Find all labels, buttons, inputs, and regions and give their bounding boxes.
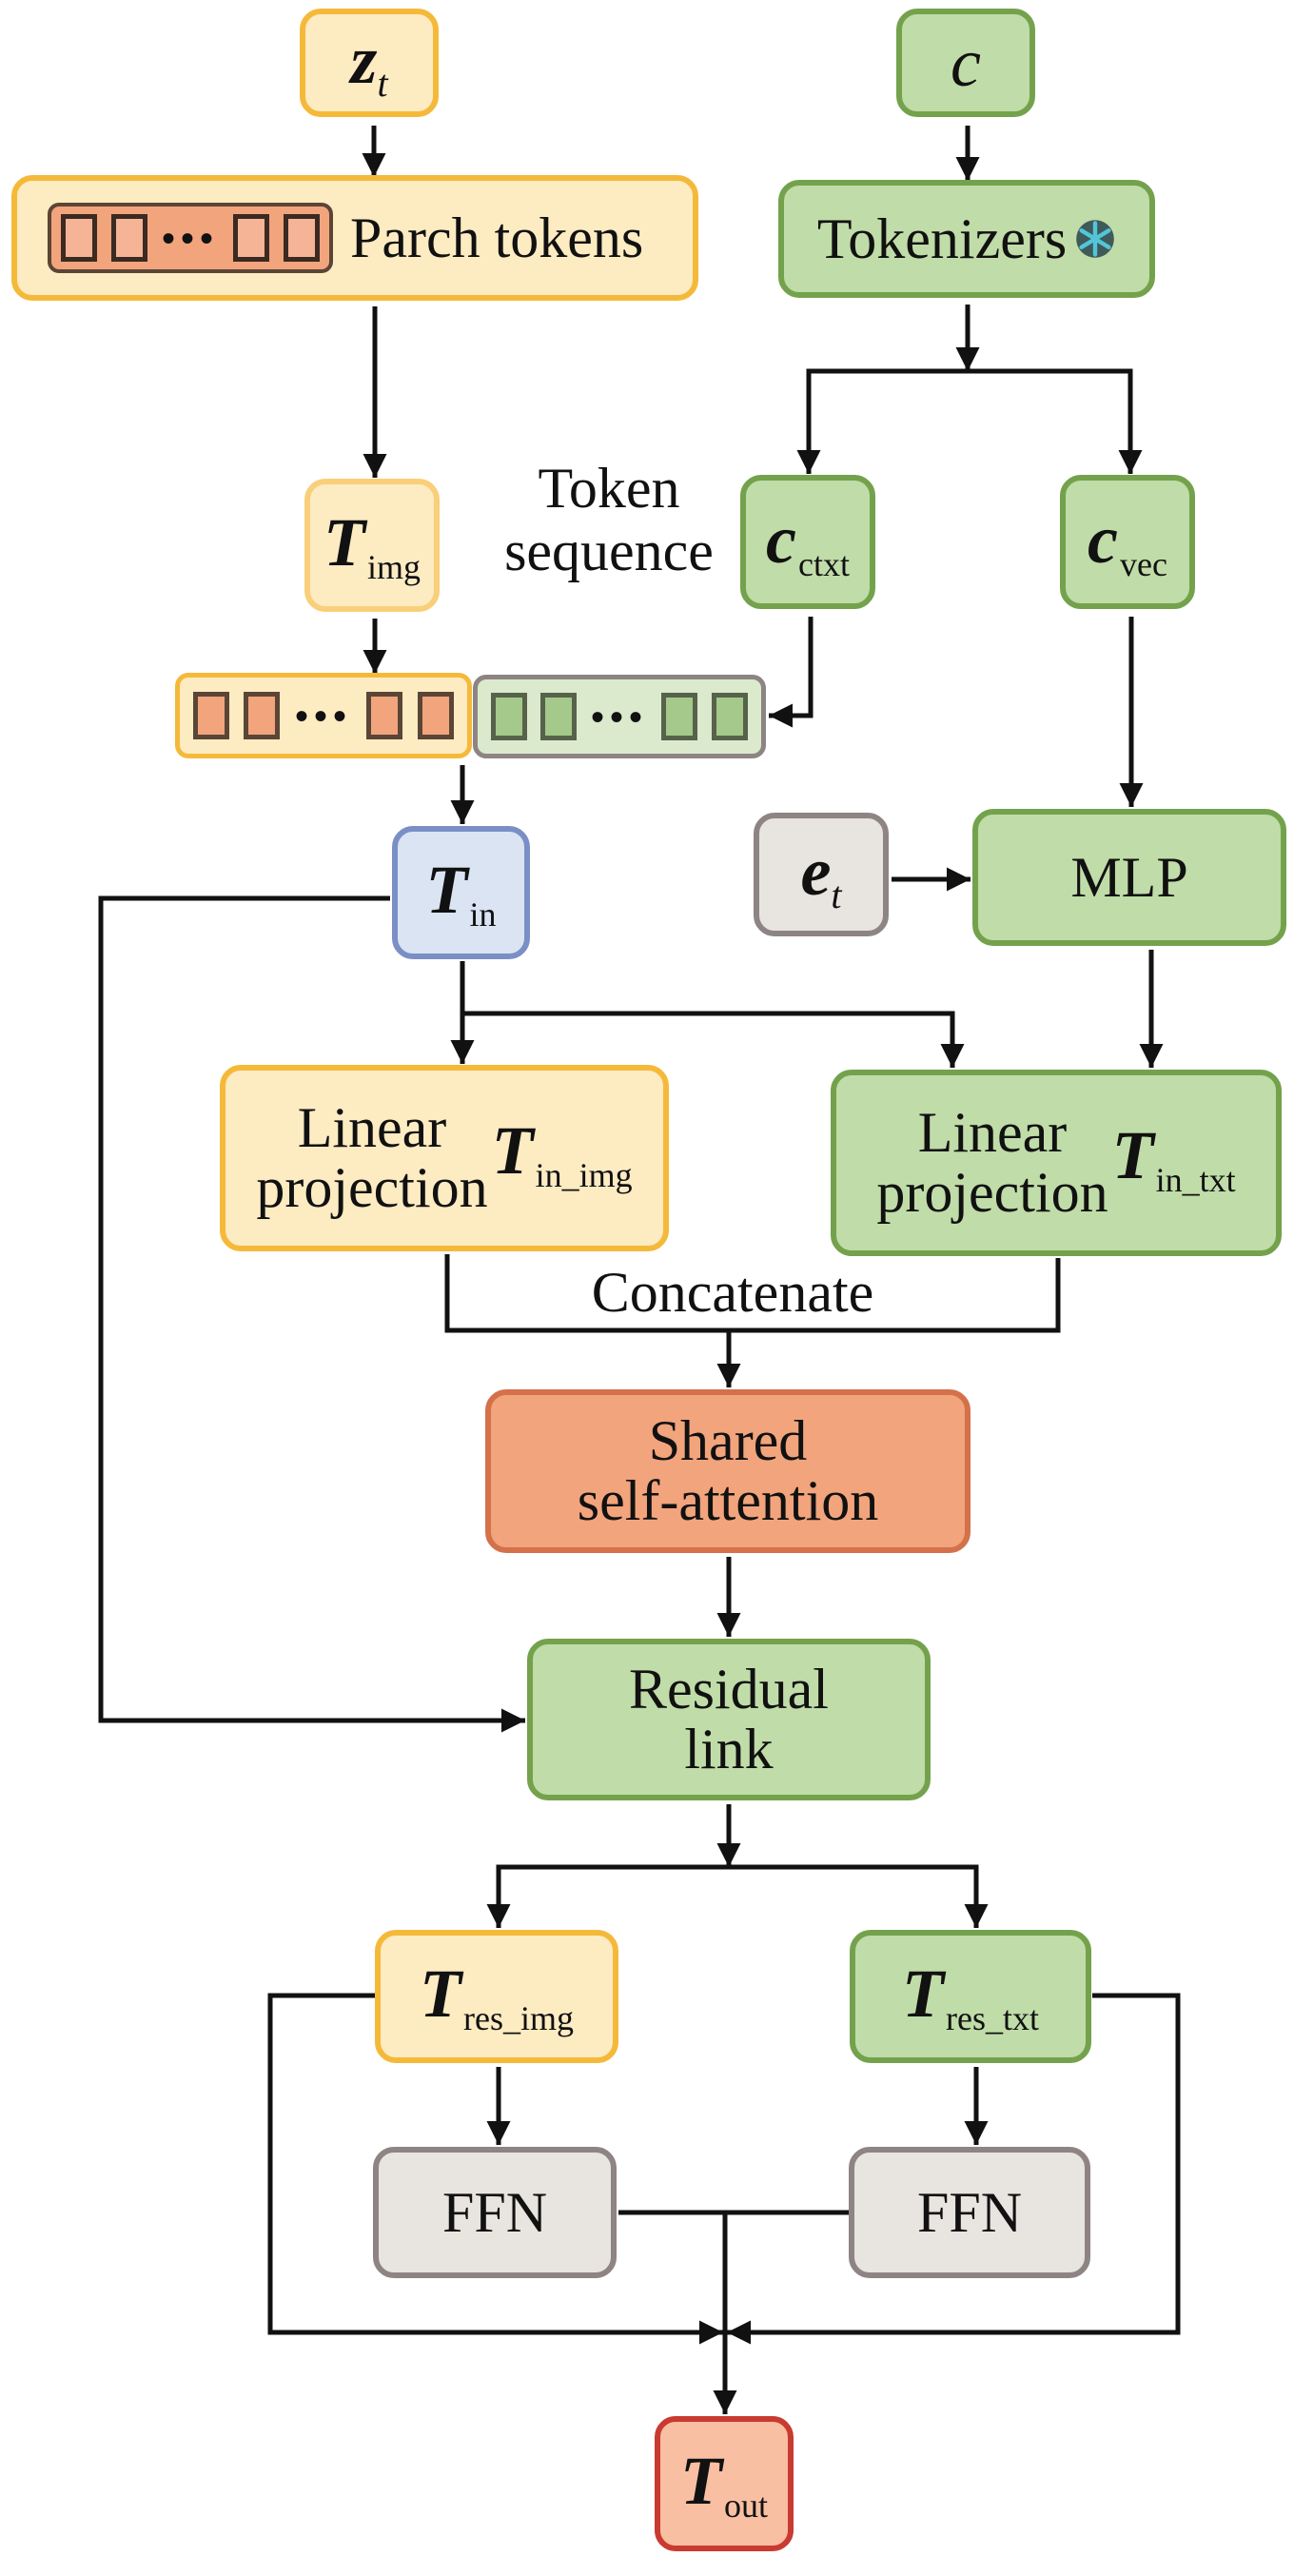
split-line-res-img [486,1864,729,1928]
t-res-img-symbol: Tres_img [420,1956,574,2037]
split-line-ctxt [796,368,968,474]
c-vec-symbol: cvec [1088,501,1167,583]
linear-proj-img-text: Linear projection [256,1098,487,1218]
ellipsis: ••• [161,216,219,260]
linear-proj-img-line1: Linear [297,1096,447,1159]
skip-res-img [267,1993,723,2345]
node-c: c [896,9,1035,117]
c-ctxt-symbol: cctxt [766,501,850,583]
node-t-res-txt: Tres_txt [850,1930,1091,2063]
shared-attention-line1: Shared [648,1409,808,1472]
token-sequence-line2: sequence [504,520,714,582]
node-patch-tokens: ••• Parch tokens [11,175,698,301]
text-token-sequence: ••• [473,675,766,758]
node-t-img: Timg [304,479,440,612]
tokenizers-label: Tokenizers [816,206,1068,270]
node-linear-projection-txt: Linear projection Tin_txt [831,1070,1282,1256]
residual-link-line2: link [684,1718,774,1780]
linear-proj-txt-line1: Linear [917,1101,1068,1164]
node-ffn-img: FFN [373,2147,617,2278]
node-linear-projection-img: Linear projection Tin_img [220,1065,669,1251]
t-in-img-symbol: Tin_img [491,1112,633,1194]
token-sequence-label: Token sequence [485,457,733,582]
node-ffn-txt: FFN [849,2147,1090,2278]
image-token [244,692,281,739]
linear-proj-txt-text: Linear projection [876,1103,1108,1223]
text-token [711,693,748,740]
node-mlp: MLP [972,809,1286,946]
image-token [193,692,229,739]
concatenate-label: Concatenate [591,1261,874,1324]
node-tokenizers: Tokenizers [778,180,1155,298]
text-token [491,693,527,740]
text-token [661,693,698,740]
node-t-out: Tout [655,2416,794,2551]
token-sequence-line1: Token [538,457,680,520]
linear-proj-txt-line2: projection [876,1161,1108,1224]
ellipsis: ••• [590,695,648,738]
shared-attention-text: Shared self-attention [578,1411,879,1531]
snowflake-icon [1076,220,1114,258]
t-out-symbol: Tout [680,2443,768,2525]
concat-line [444,1254,1061,1333]
image-token [366,692,403,739]
patch-token-strip: ••• [48,203,333,273]
node-e-t: et [754,813,889,936]
shared-attention-line2: self-attention [577,1469,879,1532]
patch-token [232,214,269,262]
linear-proj-img-line2: projection [256,1156,488,1219]
ffn-txt-label: FFN [916,2180,1023,2244]
node-shared-self-attention: Shared self-attention [485,1389,970,1553]
node-c-ctxt: cctxt [740,475,875,609]
ellipsis: ••• [294,694,352,737]
t-in-txt-symbol: Tin_txt [1111,1117,1236,1199]
node-t-res-img: Tres_img [375,1930,618,2063]
split-line-res-txt [729,1864,989,1928]
skip-res-txt [727,1993,1181,2345]
t-in-symbol: Tin [425,852,497,934]
e-t-symbol: et [800,833,842,916]
residual-link-text: Residual link [629,1660,829,1780]
mlp-label: MLP [1070,845,1188,909]
t-res-txt-symbol: Tres_txt [902,1956,1039,2037]
t-img-symbol: Timg [324,504,421,586]
c-symbol: c [951,24,981,101]
z-t-symbol: zt [350,21,388,105]
text-token [540,693,578,740]
arrow-cctxt-to-seq [769,617,814,728]
image-token-sequence: ••• [175,673,472,758]
image-token [417,692,454,739]
split-line-vec [968,368,1143,474]
node-residual-link: Residual link [527,1639,931,1800]
patch-token [110,214,147,262]
residual-skip-line [98,895,525,1733]
patch-tokens-label: Parch tokens [350,206,644,269]
node-z-t: zt [300,9,439,117]
arrow-tin-to-linear-txt [462,1011,965,1068]
patch-token [283,214,320,262]
ffn-img-label: FFN [441,2180,548,2244]
patch-token [61,214,97,262]
node-t-in: Tin [392,826,530,959]
node-c-vec: cvec [1060,475,1195,609]
residual-link-line1: Residual [629,1658,829,1721]
